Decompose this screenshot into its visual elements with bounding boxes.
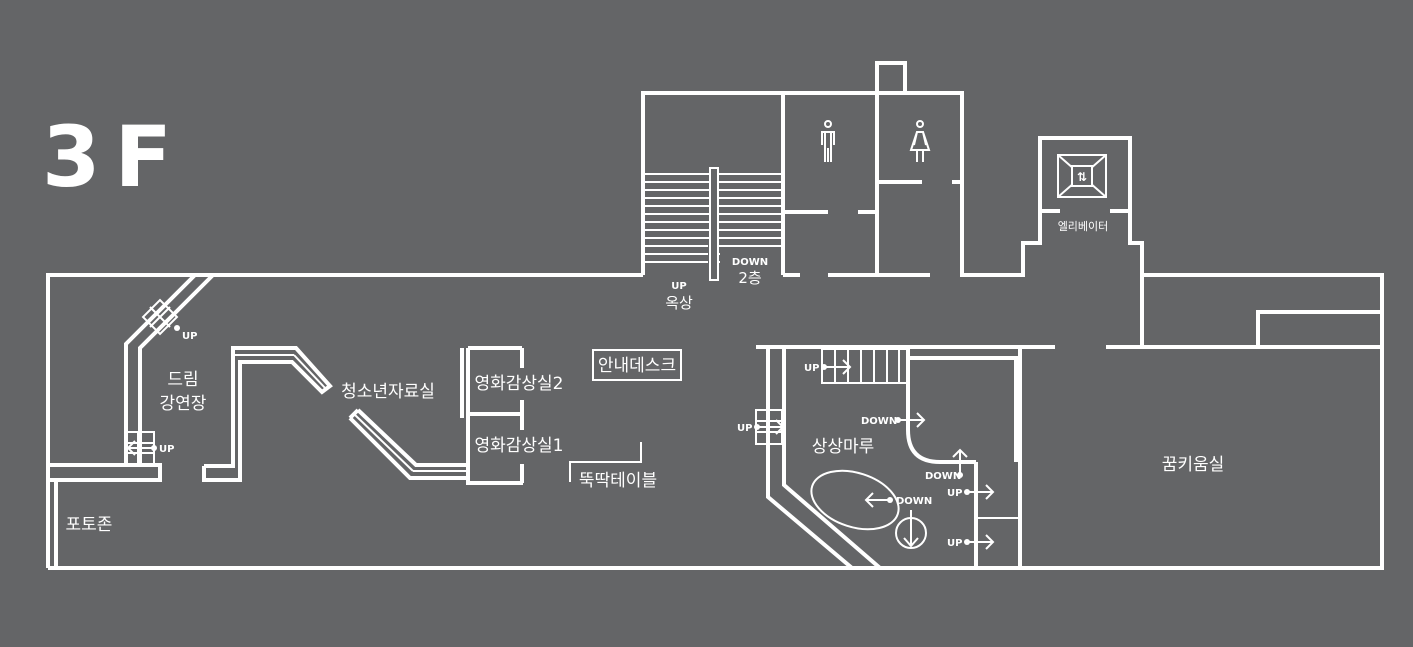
cinema-rooms: 영화감상실2 영화감상실1	[460, 346, 564, 485]
second-floor-label: 2층	[738, 269, 761, 287]
elevator: ⇅ 엘리베이터	[1040, 154, 1130, 233]
elevator-icon	[1071, 165, 1093, 187]
svg-text:DOWN: DOWN	[896, 496, 932, 507]
dream-hall-label-1: 드림	[167, 370, 198, 390]
rooftop-label: 옥상	[665, 294, 693, 312]
youth-library-walls: 청소년자료실	[202, 346, 466, 482]
photo-zone-label: 포토존	[66, 515, 113, 535]
svg-text:UP: UP	[182, 331, 197, 342]
rooftop-up-label: UP	[671, 281, 686, 292]
ttukttak-table: 뚝딱테이블	[569, 442, 657, 491]
dream-hall-markers: UP UP	[126, 325, 197, 456]
svg-text:UP: UP	[804, 363, 819, 374]
sangsang-maru: 상상마루	[755, 347, 1020, 570]
female-restroom-icon	[909, 120, 931, 162]
svg-text:UP: UP	[947, 488, 962, 499]
dream-hall-label-2: 강연장	[160, 394, 207, 414]
svg-text:⇅: ⇅	[1077, 170, 1087, 184]
outer-walls	[46, 273, 1384, 570]
svg-text:DOWN: DOWN	[925, 471, 961, 482]
floor-label: 3F	[42, 108, 186, 206]
svg-text:DOWN: DOWN	[861, 416, 897, 427]
svg-text:UP: UP	[159, 444, 174, 455]
elevator-label: 엘리베이터	[1058, 220, 1109, 233]
dream-hall-walls: 드림 강연장 포토존	[48, 273, 215, 535]
info-desk: 안내데스크	[592, 349, 682, 381]
svg-text:UP: UP	[737, 423, 752, 434]
ttukttak-table-label: 뚝딱테이블	[579, 471, 657, 491]
svg-text:UP: UP	[947, 538, 962, 549]
info-desk-label: 안내데스크	[598, 356, 676, 376]
stair-block: UP 옥상 DOWN 2층	[641, 91, 800, 312]
sangsang-markers: UP UP DOWN DOWN DOWN UP UP	[737, 359, 995, 550]
youth-library-label: 청소년자료실	[341, 382, 435, 402]
male-restroom-icon	[821, 120, 835, 162]
second-floor-down-label: DOWN	[732, 257, 768, 268]
kkumkium-room-walls: 꿈키움실	[756, 310, 1382, 568]
restrooms	[783, 61, 1144, 347]
cinema-room-1-label: 영화감상실1	[474, 436, 563, 456]
sangsang-maru-label: 상상마루	[812, 437, 875, 457]
cinema-room-2-label: 영화감상실2	[474, 374, 563, 394]
kkumkium-room-label: 꿈키움실	[1162, 455, 1225, 475]
